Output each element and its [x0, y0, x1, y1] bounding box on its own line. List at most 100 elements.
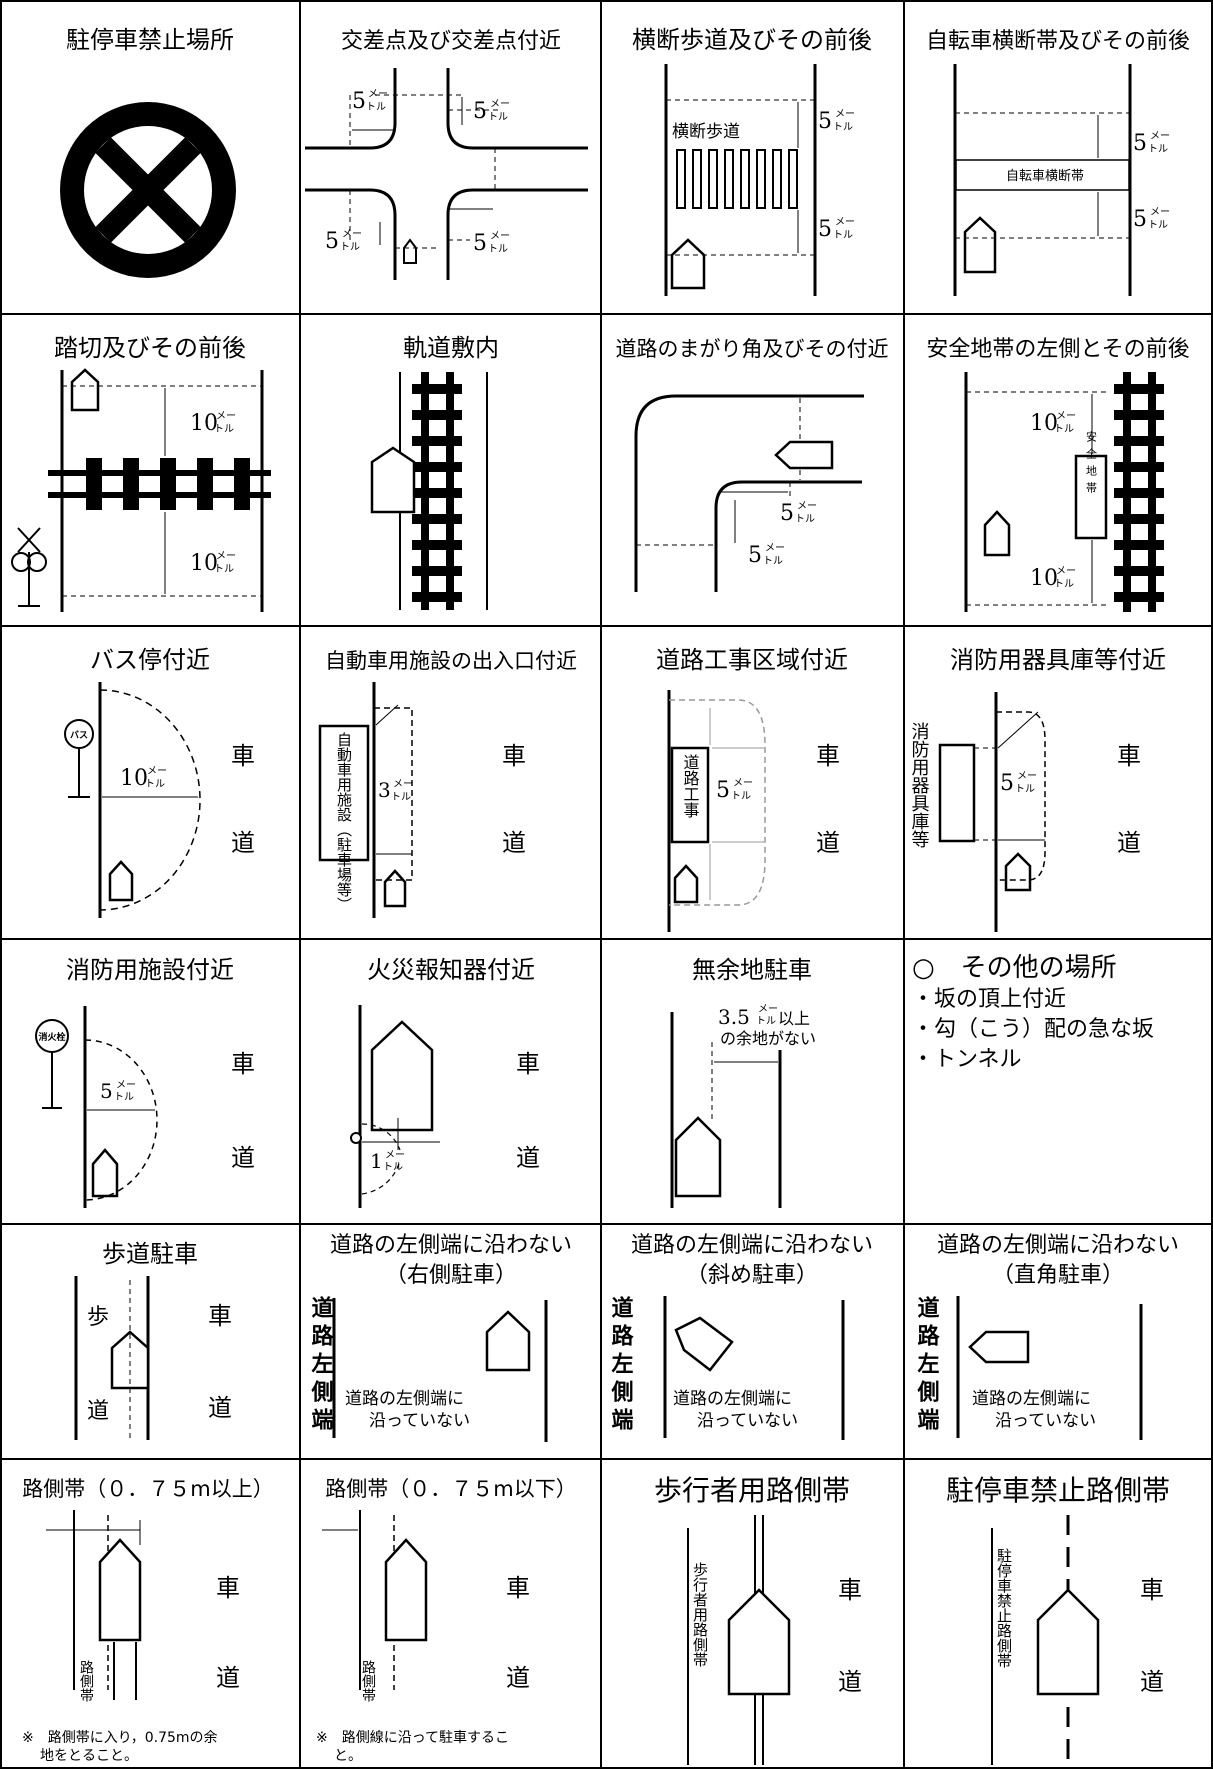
road-works-box — [670, 746, 710, 844]
list-item: ・トンネル — [912, 1047, 1022, 1072]
svg-text:10: 10 — [190, 551, 218, 576]
cell-title: 横断歩道及びその前後 — [632, 26, 872, 54]
cell-title: 道路の左側端に沿わない — [631, 1233, 873, 1258]
svg-text:メー: メー — [1150, 131, 1170, 142]
cell-sidewalk-parking: 歩道駐車 歩 道 車 道 — [74, 1240, 232, 1440]
svg-text:車: 車 — [216, 1574, 240, 1602]
svg-text:車: 車 — [502, 742, 526, 770]
svg-text:5: 5 — [716, 778, 730, 803]
cell-title: 無余地駐車 — [692, 956, 812, 984]
car-icon — [91, 1148, 119, 1198]
cell-side-strip-wide: 路側帯（０．７５m以上） 路側帯 車 道 ※ 路側帯に入り，0.75mの余 地を… — [22, 1477, 274, 1764]
hydrant-sign-icon: 消火栓 — [35, 1019, 69, 1109]
svg-text:5: 5 — [473, 99, 487, 124]
svg-text:3.5: 3.5 — [718, 1005, 750, 1029]
cell-crosswalk: 横断歩道及びその前後 横断歩道 5 メー トル 5 メー トル — [632, 26, 872, 296]
list-item: ・坂の頂上付近 — [912, 987, 1066, 1012]
cell-title: 軌道敷内 — [403, 334, 499, 362]
svg-text:車: 車 — [1140, 1576, 1164, 1604]
svg-text:メー: メー — [733, 778, 753, 789]
svg-text:車: 車 — [1117, 742, 1141, 770]
cell-diagonal-parking: 道路の左側端に沿わない （斜め駐車） 道路左側端 道路の左側端に 沿っていない — [608, 1233, 873, 1440]
svg-text:と。: と。 — [334, 1748, 362, 1764]
cell-title: 自動車用施設の出入口付近 — [325, 649, 577, 673]
car-icon — [370, 1020, 434, 1132]
railroad-crossing-signal-icon — [11, 527, 47, 607]
svg-text:歩行者用路側帯: 歩行者用路側帯 — [691, 1562, 709, 1667]
svg-text:車: 車 — [838, 1576, 862, 1604]
svg-text:トル: トル — [1054, 579, 1074, 590]
svg-text:メー: メー — [147, 766, 167, 777]
car-icon — [674, 1316, 734, 1372]
svg-text:安全地帯: 安全地帯 — [1085, 430, 1098, 499]
cell-title: 歩道駐車 — [102, 1240, 198, 1268]
cell-title: 路側帯（０．７５m以下） — [325, 1477, 576, 1501]
svg-text:5: 5 — [1133, 207, 1147, 232]
cell-no-room-parking: 無余地駐車 3.5 メー トル 以上 の余地がない — [670, 956, 816, 1208]
svg-text:5: 5 — [780, 501, 794, 526]
car-icon — [1036, 1588, 1100, 1696]
cell-title: バス停付近 — [90, 646, 210, 674]
cell-bicycle-crossing: 自転車横断帯及びその前後 自転車横断帯 5 メー トル 5 メー トル — [926, 29, 1190, 296]
svg-text:トル: トル — [756, 1016, 776, 1027]
svg-text:道: 道 — [506, 1664, 530, 1692]
cell-subtitle: （斜め駐車） — [686, 1263, 818, 1288]
tram-track-icon — [1114, 372, 1164, 612]
cell-right-side-parking: 道路の左側端に沿わない （右側駐車） 道路左側端 道路の左側端に 沿っていない — [308, 1233, 572, 1442]
svg-text:道路左側端: 道路左側端 — [914, 1295, 941, 1436]
car-icon — [983, 510, 1011, 557]
svg-text:車: 車 — [231, 1050, 255, 1078]
svg-text:10: 10 — [120, 766, 148, 791]
cell-title: 駐停車禁止場所 — [66, 26, 234, 54]
svg-text:メー: メー — [1056, 411, 1076, 422]
no-parking-sign-icon — [60, 102, 236, 278]
svg-text:トル: トル — [763, 556, 783, 567]
car-icon — [108, 860, 134, 902]
svg-text:歩: 歩 — [87, 1305, 109, 1330]
svg-text:5: 5 — [352, 89, 366, 114]
svg-text:道: 道 — [231, 829, 255, 857]
cell-pedestrian-side-strip: 歩行者用路側帯 歩行者用路側帯 車 道 — [654, 1474, 862, 1765]
cell-fire-alarm: 火災報知器付近 1 メー トル 車 道 — [350, 956, 540, 1208]
svg-text:沿っていない: 沿っていない — [697, 1411, 798, 1431]
car-icon — [384, 1538, 428, 1642]
crosswalk-label: 横断歩道 — [672, 122, 740, 142]
svg-text:バス: バス — [70, 730, 88, 741]
svg-text:メー: メー — [758, 1004, 778, 1015]
cell-safety-zone: 安全地帯の左側とその前後 安全地帯 10 メー トル 10 メー トル — [926, 337, 1190, 612]
cell-title: 交差点及び交差点付近 — [341, 29, 561, 54]
car-icon — [110, 1330, 150, 1390]
svg-text:トル: トル — [833, 122, 853, 133]
cell-title: 道路工事区域付近 — [656, 646, 848, 674]
svg-text:道: 道 — [502, 829, 526, 857]
svg-text:トル: トル — [833, 230, 853, 241]
svg-text:道: 道 — [208, 1394, 232, 1422]
cell-title: 自転車横断帯及びその前後 — [926, 29, 1190, 54]
cell-fire-hydrant: 消防用施設付近 5 メー トル 消火栓 車 道 — [35, 956, 255, 1208]
svg-text:10: 10 — [1030, 566, 1058, 591]
svg-text:道路の左側端に: 道路の左側端に — [972, 1389, 1091, 1409]
svg-text:沿っていない: 沿っていない — [995, 1411, 1096, 1431]
cell-title: 火災報知器付近 — [367, 956, 535, 984]
svg-text:メー: メー — [1056, 566, 1076, 577]
car-icon — [674, 1116, 722, 1198]
facility-box — [318, 724, 370, 862]
car-icon — [1004, 852, 1032, 892]
car-icon — [968, 1330, 1030, 1364]
svg-text:車: 車 — [208, 1302, 232, 1330]
car-icon — [485, 1310, 531, 1372]
svg-text:路側帯: 路側帯 — [78, 1660, 94, 1702]
cell-subtitle: （直角駐車） — [992, 1263, 1124, 1288]
svg-text:メー: メー — [835, 109, 855, 120]
svg-text:メー: メー — [368, 89, 388, 100]
svg-text:5: 5 — [325, 229, 339, 254]
car-icon — [383, 869, 407, 908]
svg-text:メー: メー — [835, 217, 855, 228]
svg-text:1: 1 — [370, 1149, 383, 1173]
svg-text:メー: メー — [116, 1080, 136, 1091]
svg-text:5: 5 — [818, 217, 832, 242]
svg-text:メー: メー — [490, 231, 510, 242]
svg-text:道: 道 — [1140, 1668, 1164, 1696]
svg-text:メー: メー — [765, 543, 785, 554]
cell-road-works: 道路工事区域付近 道路工事 5 メー トル 車 道 — [656, 646, 848, 932]
